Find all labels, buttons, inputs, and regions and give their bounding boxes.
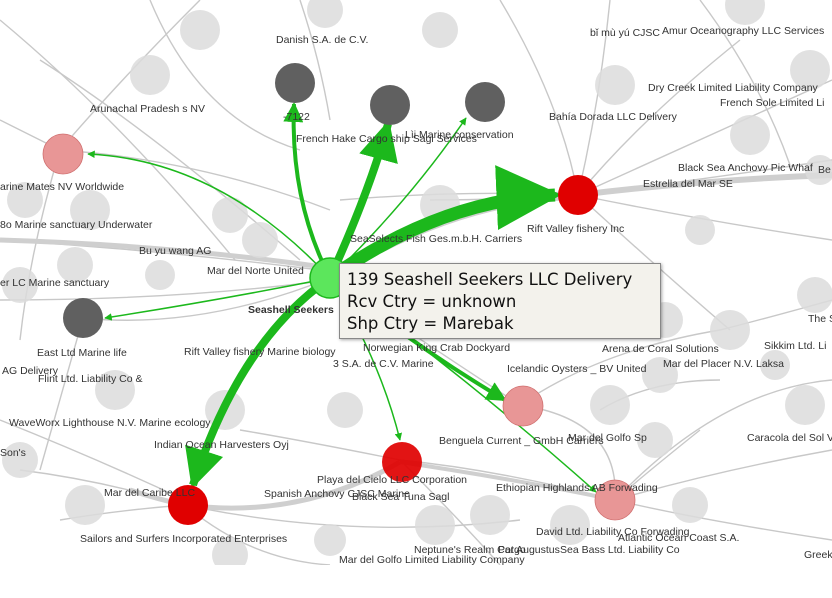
- background-labels: bǐ mù yú CJSC Amur Oceanography LLC Serv…: [0, 25, 832, 565]
- node-label: Amur Oceanography LLC Services: [662, 25, 824, 37]
- tooltip-title: 139 Seashell Seekers LLC Delivery: [347, 270, 633, 289]
- node-label: SeaSelects Fish Ges.m.b.H. Carriers: [350, 233, 522, 245]
- node-playa-del-cielo[interactable]: [382, 442, 422, 482]
- highlighted-labels: Danish S.A. de C.V. -7122 French Hake Ca…: [0, 34, 658, 545]
- label-marine-conservation: Lìi Marine conservation: [405, 129, 514, 141]
- node-ethiopian[interactable]: [594, 479, 636, 521]
- network-graph[interactable]: Danish S.A. de C.V. -7122 French Hake Ca…: [0, 0, 832, 565]
- highlighted-nodes: [42, 63, 636, 525]
- node-label: 3 S.A. de C.V. Marine: [333, 358, 434, 370]
- node-mar-del-caribe[interactable]: [168, 485, 208, 525]
- node-label: Sea Bass Ltd. Liability Co: [560, 544, 680, 556]
- node-label: The S: [808, 313, 832, 325]
- node-label: Atlantic Ocean Coast S.A.: [618, 532, 739, 544]
- node-label: Bahía Dorada LLC Delivery: [549, 111, 678, 123]
- node-label: Estrella del Mar SE: [643, 178, 733, 190]
- node-label: Mar del Golfo Sp: [568, 432, 647, 444]
- node-label: Mar del Norte United: [207, 265, 304, 277]
- node-label: Indian Ocean Harvesters Oyj: [154, 439, 289, 451]
- label-marine-mates: arine Mates NV Worldwide: [0, 181, 124, 193]
- node-label: Black Sea Anchovy Pic Whaf: [678, 162, 813, 174]
- node-label: Dry Creek Limited Liability Company: [648, 82, 819, 94]
- node-label: Norwegian King Crab Dockyard: [363, 342, 510, 354]
- node-label: Arunachal Pradesh s NV: [90, 103, 205, 115]
- node-label: er LC Marine sanctuary: [0, 277, 110, 289]
- node-label: Son's: [0, 447, 26, 459]
- node-marine-conservation[interactable]: [465, 82, 505, 122]
- node-label: Spanish Anchovy CJSC Marine: [264, 488, 410, 500]
- label-icelandic: Icelandic Oysters _ BV United: [507, 363, 647, 375]
- label-danish: Danish S.A. de C.V.: [276, 34, 368, 46]
- node-french-hake[interactable]: [370, 85, 410, 125]
- node-label: Be: [818, 164, 831, 176]
- node-label: Greek: [804, 549, 832, 561]
- node-icelandic[interactable]: [502, 385, 544, 427]
- label-ethiopian: Ethiopian Highlands AB Forwading: [496, 482, 658, 494]
- tooltip-shipper-country: Shp Ctry = Marebak: [347, 314, 514, 333]
- node-label: Neptune's Realm Cargo: [414, 544, 526, 556]
- node-label: Caracola del Sol V: [747, 432, 832, 444]
- tooltip-receiver-country: Rcv Ctry = unknown: [347, 292, 517, 311]
- node-label: Mar del Placer N.V. Laksa: [663, 358, 784, 370]
- label-rift-valley: Rift Valley fishery Inc: [527, 223, 624, 235]
- node-label: French Sole Limited Li: [720, 97, 824, 109]
- node-label: AG Delivery: [2, 365, 59, 377]
- node-label: Sikkim Ltd. Li: [764, 340, 826, 352]
- label-sailors: Sailors and Surfers Incorporated Enterpr…: [80, 533, 287, 545]
- label-east-ltd: East Ltd Marine life: [37, 347, 127, 359]
- node-label: Bu yu wang AG: [139, 245, 211, 257]
- label-mar-del-caribe: Mar del Caribe LLC: [104, 487, 195, 499]
- node-label: Arena de Coral Solutions: [602, 343, 719, 355]
- node-marine-mates[interactable]: [42, 133, 84, 175]
- node-label: Mar del Golfo Limited Liability Company: [339, 554, 525, 565]
- background-nodes[interactable]: [2, 0, 832, 565]
- node-rift-valley[interactable]: [558, 175, 598, 215]
- node-label: Flint Ltd. Liability Co &: [38, 373, 142, 385]
- label-dark1-sub: -7122: [283, 111, 310, 123]
- label-benguela: Benguela Current _ GmbH Carriers: [439, 435, 604, 447]
- node-tooltip: 139 Seashell Seekers LLC Delivery Rcv Ct…: [339, 263, 661, 339]
- label-center: Seashell Seekers: [248, 304, 334, 316]
- label-playa: Playa del Cielo LLC Corporation: [317, 474, 467, 486]
- node-label: Black Sea Tuna Sagl: [352, 491, 449, 503]
- node-label: David Ltd. Liability Co Forwading: [536, 526, 690, 538]
- label-french-hake: French Hake Cargo ship Sagl Services: [296, 133, 477, 145]
- node-label: 8o Marine sanctuary Underwater: [0, 219, 153, 231]
- node-danish[interactable]: [275, 63, 315, 103]
- node-label: Rift Valley fishery Marine biology: [184, 346, 336, 358]
- node-east-ltd[interactable]: [63, 298, 103, 338]
- node-label: WaveWorx Lighthouse N.V. Marine ecology: [9, 417, 211, 429]
- node-label: Pot Augustus: [498, 544, 560, 556]
- node-label: bǐ mù yú CJSC: [590, 27, 660, 39]
